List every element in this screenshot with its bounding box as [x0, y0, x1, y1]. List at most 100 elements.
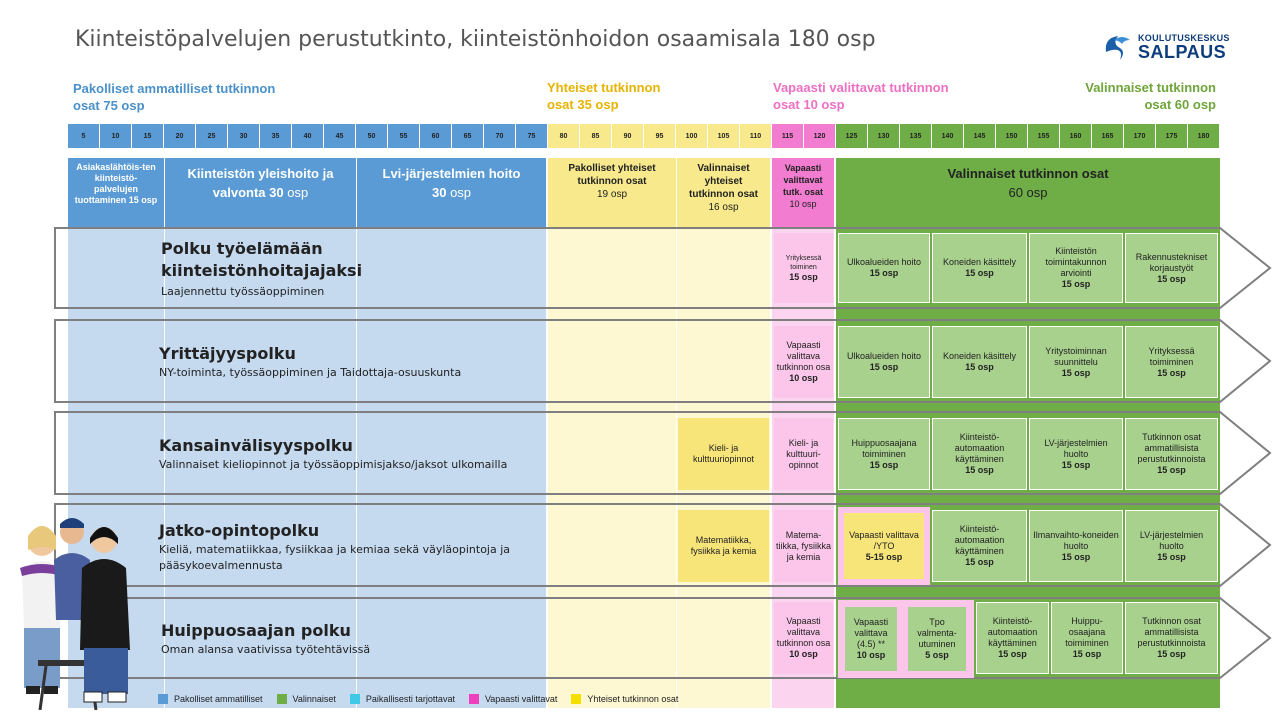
row2-title: Yrittäjyyspolku	[159, 344, 296, 363]
header-gm-line2: valvonta	[212, 185, 266, 200]
category-mandatory-line1: Pakolliset ammatilliset tutkinnon	[73, 81, 276, 96]
row1-title-line2: kiinteistönhoitajajaksi	[161, 261, 363, 280]
row4-title: Jatko-opintopolku	[159, 521, 320, 540]
header-hvac-osp: 30	[431, 185, 447, 200]
row5-inner-2: Tpo valmenta-utuminen 5 osp	[908, 607, 966, 671]
row1-subtitle: Laajennettu työssäoppiminen	[161, 285, 325, 298]
scale-cell: 160	[1060, 124, 1092, 148]
row5-inner-2-text: Tpo valmenta-utuminen	[917, 617, 957, 649]
legend-item: Paikallisesti tarjottavat	[349, 694, 455, 704]
row5-inner-1-osp: 10 osp	[856, 650, 886, 660]
legend-swatch	[571, 694, 582, 704]
row2-opt-3-text: Yritystoiminnan suunnittelu	[1045, 345, 1107, 367]
divider	[356, 158, 357, 708]
header-hvac-maintenance: Lvi-järjestelmien hoito 30 osp	[357, 158, 546, 228]
legend-label: Yhteiset tutkinnon osat	[587, 694, 679, 704]
scale-cell: 85	[580, 124, 612, 148]
row5-opt-1-text: Kiinteistö-automaation käyttäminen	[987, 616, 1038, 648]
category-common-line2: osat 35 osp	[547, 97, 619, 112]
scale-cell: 30	[228, 124, 260, 148]
scale-cell: 45	[324, 124, 356, 148]
scale-cell: 25	[196, 124, 228, 148]
scale-cell: 50	[356, 124, 388, 148]
scale-cell: 60	[420, 124, 452, 148]
legend-item: Yhteiset tutkinnon osat	[571, 694, 678, 704]
row5-opt-2-text: Huippu-osaajana toimiminen	[1065, 616, 1109, 648]
header-customer-services: Asiakaslähtöis-ten kiinteistö-palvelujen…	[68, 158, 164, 228]
salpaus-logo: KOULUTUSKESKUS SALPAUS	[1102, 30, 1229, 66]
row3-opt-3-osp: 15 osp	[1061, 459, 1091, 470]
header-gm-osp: 30	[269, 185, 284, 200]
row-arrow-1	[54, 227, 1272, 309]
legend-label: Paikallisesti tarjottavat	[365, 694, 455, 704]
scale-cell: 110	[740, 124, 772, 148]
row1-free-box: Yrityksessä toiminen 15 osp	[774, 233, 833, 303]
category-common: Yhteiset tutkinnon osat 35 osp	[547, 79, 660, 113]
row3-subtitle: Valinnaiset kieliopinnot ja työssäoppimi…	[159, 458, 508, 471]
header-general-maintenance: Kiinteistön yleishoito ja valvonta 30 os…	[165, 158, 356, 228]
row5-opt-3-text: Tutkinnon osat ammatillisista perustutki…	[1137, 616, 1206, 648]
header-gm-unit: osp	[287, 185, 309, 200]
legend-item: Vapaasti valittavat	[468, 694, 558, 704]
row1-opt-4-osp: 15 osp	[1157, 273, 1186, 284]
scale-cell: 95	[644, 124, 676, 148]
scale-cell: 65	[452, 124, 484, 148]
row1-opt-1-text: Ulkoalueiden hoito	[846, 257, 922, 267]
header-hvac-line1: Lvi-järjestelmien hoito	[382, 166, 521, 181]
scale-cell: 55	[388, 124, 420, 148]
header-cm-osp: 19 osp	[596, 189, 628, 200]
scale-cell: 150	[996, 124, 1028, 148]
legend-label: Valinnaiset	[292, 694, 336, 704]
row4-yto-frame: Vapaasti valittava /YTO 5-15 osp	[838, 507, 930, 585]
header-opt-osp: 60 osp	[1008, 185, 1048, 200]
row5-opt-3: Tutkinnon osat ammatillisista perustutki…	[1125, 602, 1218, 674]
header-optional: Valinnaiset tutkinnon osat 60 osp	[836, 158, 1220, 228]
legend-label: Pakolliset ammatilliset	[174, 694, 263, 704]
row3-opt-2-text: Kiinteistö-automaation käyttäminen	[954, 432, 1005, 464]
row4-subtitle: Kieliä, matematiikkaa, fysiikkaa ja kemi…	[159, 543, 511, 572]
row4-opt-3-osp: 15 osp	[1157, 551, 1186, 562]
row2-opt-4-text: Yrityksessä toimiminen	[1148, 345, 1195, 367]
row3-opt-4: Tutkinnon osat ammatillisista perustutki…	[1125, 418, 1218, 490]
header-hvac-unit: osp	[450, 185, 472, 200]
row1-opt-2-osp: 15 osp	[965, 268, 994, 278]
row1-free-osp: 15 osp	[789, 271, 818, 282]
category-mandatory: Pakolliset ammatilliset tutkinnon osat 7…	[73, 80, 275, 114]
students-photo	[20, 518, 130, 710]
row5-subtitle: Oman alansa vaativissa työtehtävissä	[161, 643, 371, 656]
scale-cell: 115	[772, 124, 804, 148]
logo-small-text: KOULUTUSKESKUS	[1138, 33, 1230, 43]
legend-swatch	[349, 694, 360, 704]
scale-cell: 10	[100, 124, 132, 148]
row5-inner-frame: Vapaasti valittava (4.5) ** 10 osp Tpo v…	[838, 600, 974, 678]
scale-cell: 80	[548, 124, 580, 148]
scale-cell: 75	[516, 124, 548, 148]
category-optional-line2: osat 60 osp	[1144, 97, 1216, 112]
row5-inner-2-osp: 5 osp	[925, 650, 949, 660]
header-co-osp: 16 osp	[708, 202, 739, 213]
row1-free-text: Yrityksessä toiminen	[785, 254, 822, 271]
header-free-choice: Vapaasti valittavat tutk. osat 10 osp	[772, 158, 834, 228]
page-title: Kiinteistöpalvelujen perustutkinto, kiin…	[75, 27, 876, 52]
row1-opt-4-text: Rakennustekniset korjaustyöt	[1135, 251, 1208, 273]
row5-inner-1: Vapaasti valittava (4.5) ** 10 osp	[845, 607, 897, 671]
legend-label: Vapaasti valittavat	[484, 694, 558, 704]
legend-item: Valinnaiset	[276, 694, 336, 704]
row2-subtitle: NY-toiminta, työssäoppiminen ja Taidotta…	[159, 366, 462, 379]
header-fc-osp: 10 osp	[789, 199, 817, 209]
row4-opt-1-text: Kiinteistö-automaation käyttäminen	[954, 524, 1005, 556]
legend-swatch	[158, 694, 168, 704]
row2-opt-1-text: Ulkoalueiden hoito	[846, 351, 922, 361]
row3-opt-4-text: Tutkinnon osat ammatillisista perustutki…	[1137, 432, 1206, 464]
